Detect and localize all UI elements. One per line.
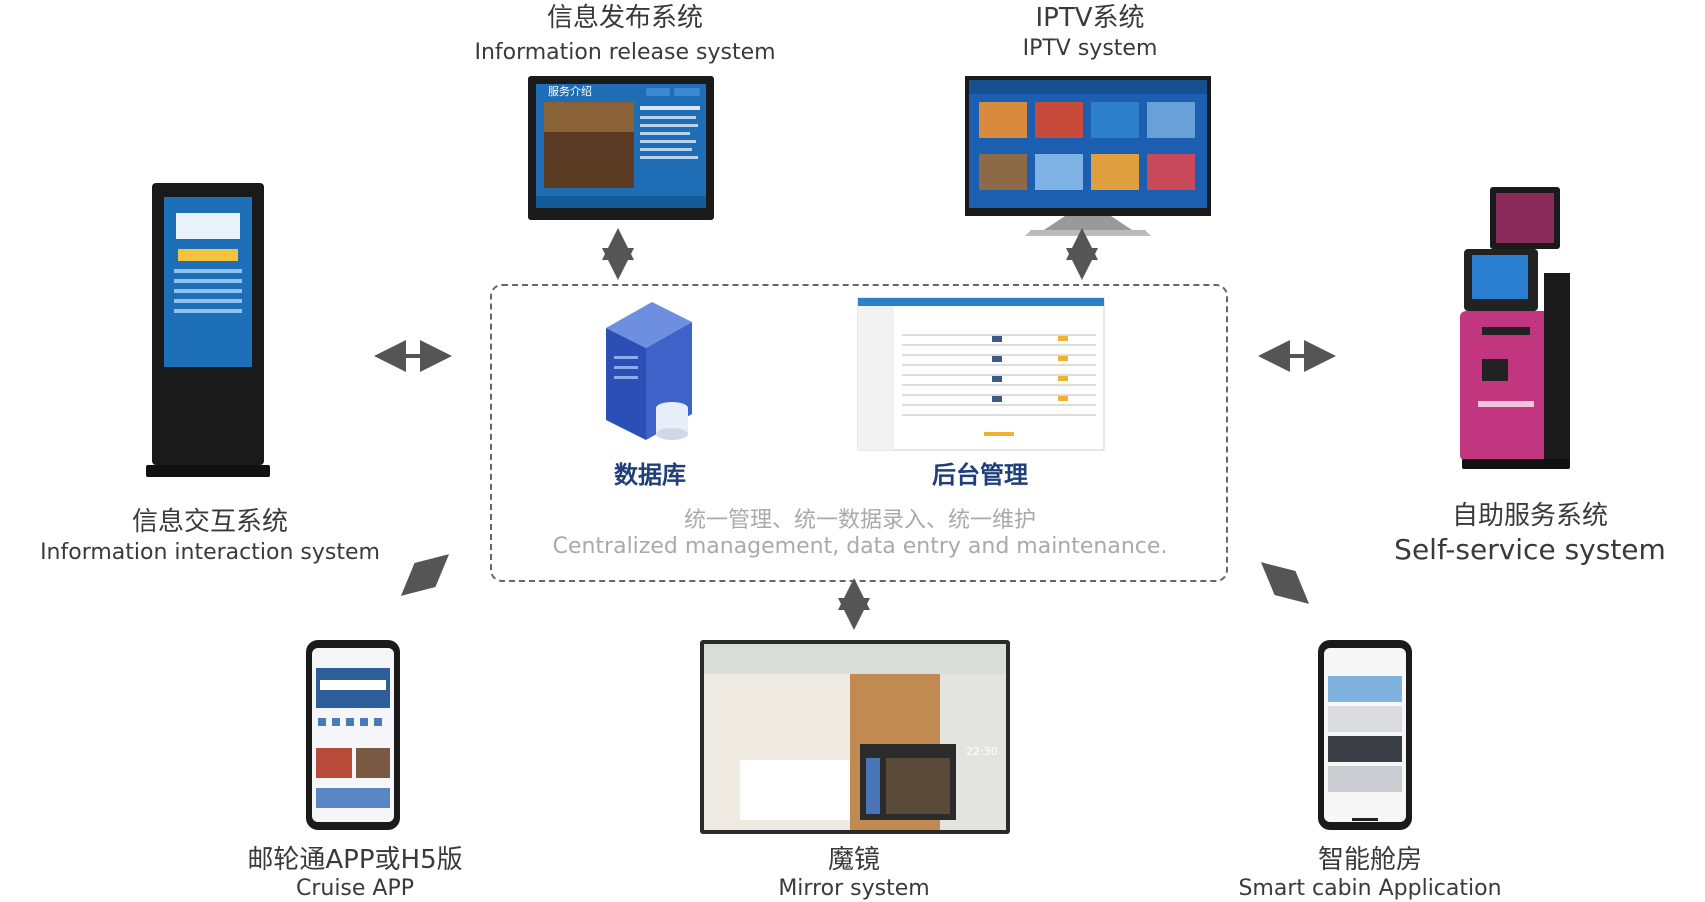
mirror-display-icon	[700, 640, 1010, 834]
tagline-cn: 统一管理、统一数据录入、统一维护	[683, 508, 1036, 533]
cruise-app-title-cn: 邮轮通APP或H5版	[247, 845, 463, 875]
self-service-title-cn: 自助服务系统	[1451, 501, 1608, 531]
mirror-clock: 22:30	[966, 745, 998, 758]
mirror-title-cn: 魔镜	[827, 845, 880, 875]
cruise-app-title-en: Cruise APP	[295, 876, 415, 901]
arrow-smart-cabin	[1260, 562, 1310, 604]
smart-cabin-title-cn: 智能舱房	[1317, 845, 1422, 875]
backend-label: 后台管理	[932, 461, 1028, 489]
self-service-title-en: Self-service system	[1394, 533, 1666, 566]
iptv-tv-icon	[965, 76, 1211, 236]
backend-admin-screenshot	[857, 297, 1105, 451]
smart-cabin-phone-icon	[1318, 640, 1412, 830]
info-release-title-en: Information release system	[474, 40, 776, 65]
cruise-app-phone-icon	[306, 640, 400, 830]
smart-cabin-title-en: Smart cabin Application	[1238, 876, 1502, 901]
interaction-title-cn: 信息交互系统	[131, 507, 288, 537]
info-release-display-icon	[528, 76, 714, 220]
interaction-title-en: Information interaction system	[40, 540, 380, 565]
tagline-en: Centralized management, data entry and m…	[552, 534, 1168, 559]
self-service-kiosk-icon	[1460, 187, 1570, 469]
iptv-title-en: IPTV system	[1022, 36, 1158, 61]
iptv-title-cn: IPTV系统	[1035, 3, 1145, 33]
database-server-icon	[606, 302, 692, 440]
interaction-kiosk-icon	[146, 183, 270, 477]
info-release-title-cn: 信息发布系统	[546, 3, 703, 33]
database-label: 数据库	[614, 461, 686, 489]
mirror-title-en: Mirror system	[778, 876, 930, 901]
info-release-screen-title: 服务介绍	[548, 85, 592, 98]
arrow-cruise-app	[400, 554, 450, 596]
